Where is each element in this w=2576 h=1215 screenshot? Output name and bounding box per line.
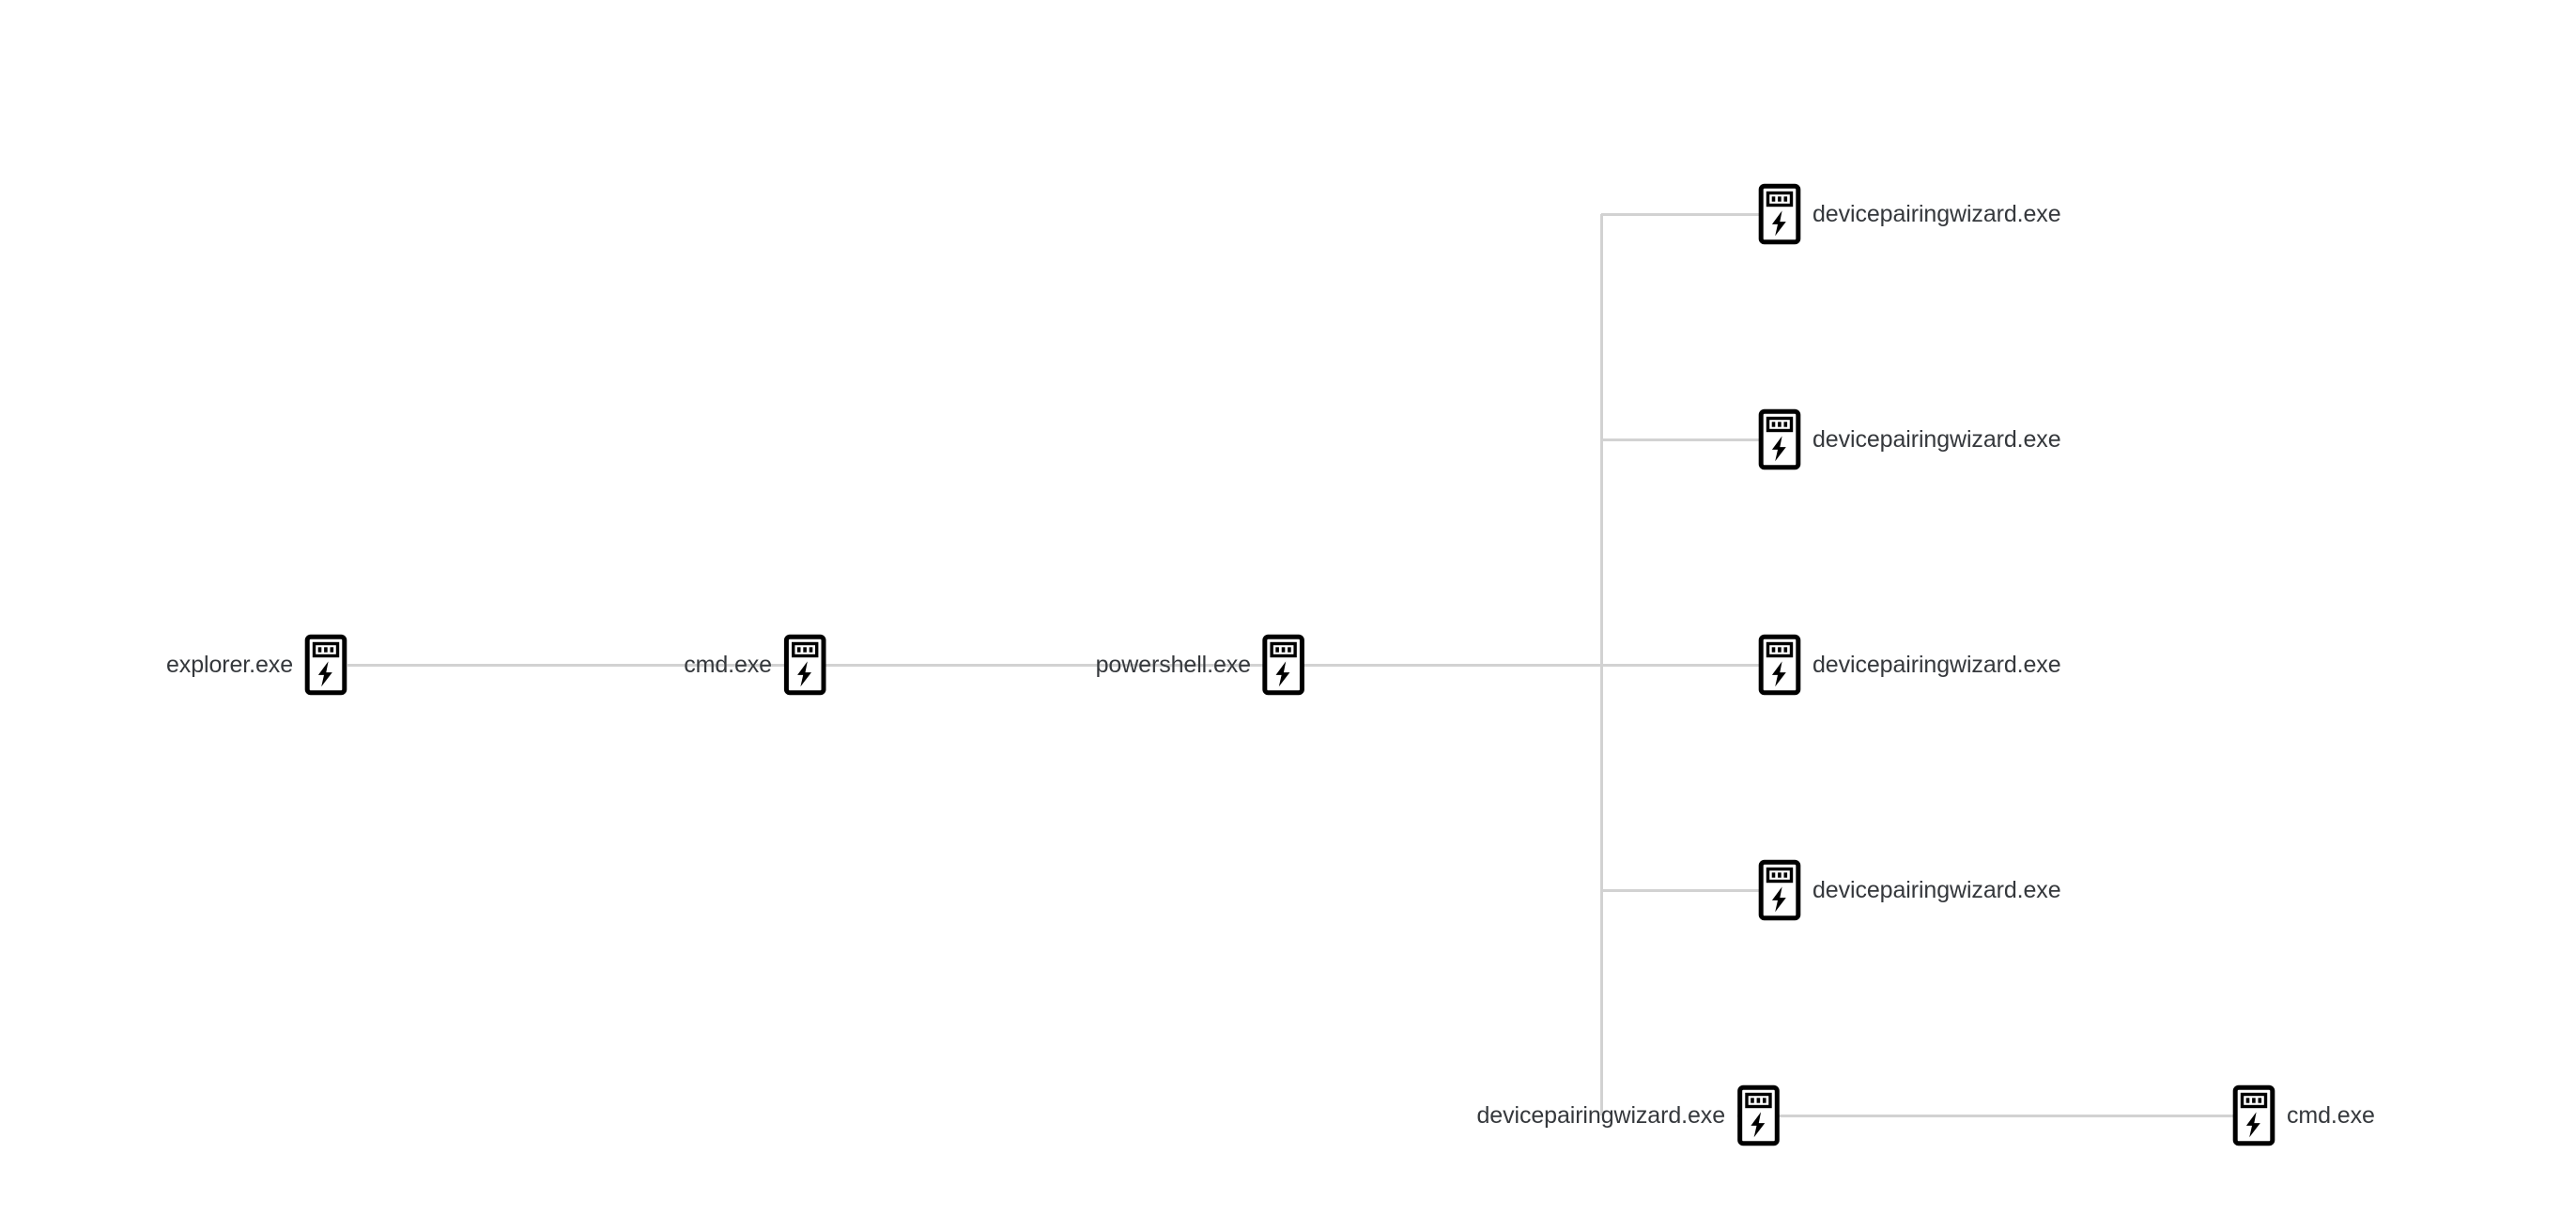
- process-node-label: devicepairingwizard.exe: [1812, 200, 2061, 227]
- edge-horizontal: [1601, 888, 1780, 892]
- executable-process-icon: [1758, 183, 1801, 245]
- edge-vertical: [1599, 214, 1603, 1115]
- process-node-label: cmd.exe: [684, 651, 772, 678]
- edge-horizontal: [826, 663, 1305, 667]
- executable-process-icon: [304, 634, 347, 696]
- edge-horizontal: [1737, 1114, 2254, 1117]
- process-node-label: devicepairingwizard.exe: [1812, 651, 2061, 678]
- process-node-label: devicepairingwizard.exe: [1812, 876, 2061, 903]
- executable-process-icon: [1758, 634, 1801, 696]
- edge-horizontal: [347, 663, 826, 667]
- process-node-label: powershell.exe: [1095, 651, 1251, 678]
- executable-process-icon: [1758, 408, 1801, 470]
- executable-process-icon: [2232, 1084, 2275, 1146]
- process-node[interactable]: devicepairingwizard.exe: [1758, 408, 2061, 470]
- process-node[interactable]: devicepairingwizard.exe: [1758, 634, 2061, 696]
- executable-process-icon: [1736, 1084, 1780, 1146]
- executable-process-icon: [783, 634, 826, 696]
- process-node[interactable]: devicepairingwizard.exe: [1758, 183, 2061, 245]
- process-node-label: devicepairingwizard.exe: [1476, 1101, 1725, 1129]
- process-node[interactable]: cmd.exe: [684, 634, 826, 696]
- process-node[interactable]: cmd.exe: [2232, 1084, 2375, 1146]
- process-node-label: cmd.exe: [2287, 1101, 2375, 1129]
- edge-horizontal: [1601, 438, 1780, 441]
- process-node[interactable]: powershell.exe: [1096, 634, 1305, 696]
- process-node-label: explorer.exe: [166, 651, 293, 678]
- process-node[interactable]: devicepairingwizard.exe: [1476, 1084, 1780, 1146]
- executable-process-icon: [1262, 634, 1305, 696]
- process-node[interactable]: devicepairingwizard.exe: [1758, 859, 2061, 921]
- edge-horizontal: [1305, 663, 1780, 667]
- edge-horizontal: [1601, 212, 1780, 216]
- executable-process-icon: [1758, 859, 1801, 921]
- process-node-label: devicepairingwizard.exe: [1812, 425, 2061, 453]
- process-node[interactable]: explorer.exe: [166, 634, 347, 696]
